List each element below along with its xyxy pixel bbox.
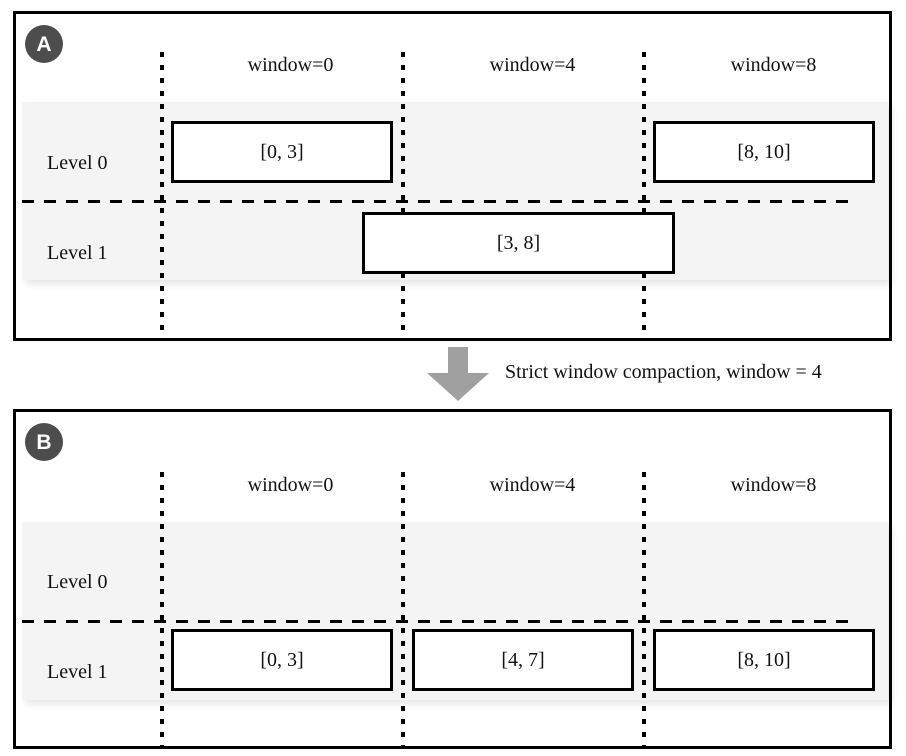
- panel-b-row-label-level1: Level 1: [47, 661, 108, 683]
- panel-b-interval-box-8-10: [8, 10]: [653, 629, 875, 691]
- panel-a-row-label-level1: Level 1: [47, 242, 108, 264]
- panel-a-badge: A: [25, 25, 63, 63]
- panel-b-column-header-window4: window=4: [489, 474, 576, 496]
- transition-caption: Strict window compaction, window = 4: [505, 361, 822, 383]
- panel-b-column-header-window8: window=8: [730, 474, 817, 496]
- panel-a-window-divider-8: [642, 52, 646, 330]
- panel-b-window-divider-0: [160, 472, 164, 749]
- panel-b-window-divider-4: [401, 472, 405, 749]
- panel-a-column-header-window4: window=4: [489, 54, 576, 76]
- panel-a-interval-box-3-8: [3, 8]: [362, 212, 675, 274]
- panel-a-column-header-window8: window=8: [730, 54, 817, 76]
- panel-b-badge: B: [25, 423, 63, 461]
- panel-a-level-divider: [22, 200, 852, 203]
- panel-b: B Level 0 Level 1 window=0 window=4 wind…: [13, 409, 892, 749]
- panel-a-interval-box-0-3: [0, 3]: [171, 121, 393, 183]
- panel-b-window-divider-8: [642, 472, 646, 749]
- panel-a: A Level 0 Level 1 window=0 window=4 wind…: [13, 11, 892, 341]
- down-arrow-icon: [427, 347, 489, 401]
- panel-a-row-label-level0: Level 0: [47, 152, 108, 174]
- panel-b-level-divider: [22, 620, 852, 623]
- panel-b-interval-box-4-7: [4, 7]: [412, 629, 634, 691]
- panel-b-row-label-level0: Level 0: [47, 571, 108, 593]
- panel-a-window-divider-4: [401, 52, 405, 330]
- panel-b-column-header-window0: window=0: [247, 474, 334, 496]
- panel-b-interval-box-0-3: [0, 3]: [171, 629, 393, 691]
- panel-a-column-header-window0: window=0: [247, 54, 334, 76]
- panel-a-window-divider-0: [160, 52, 164, 330]
- transition-group: Strict window compaction, window = 4: [0, 341, 906, 409]
- panel-a-interval-box-8-10: [8, 10]: [653, 121, 875, 183]
